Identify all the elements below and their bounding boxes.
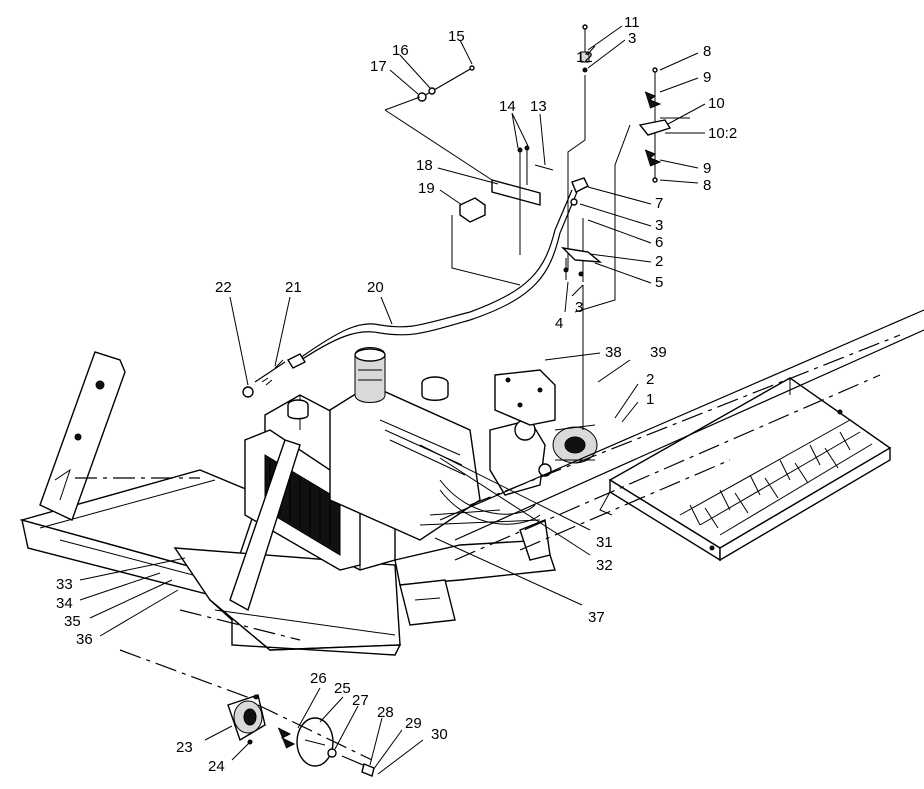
callout-16: 16 bbox=[392, 42, 409, 59]
callout-39: 39 bbox=[650, 344, 667, 361]
callout-31: 31 bbox=[596, 534, 613, 551]
callout-labels: 15 16 17 12 11 3 8 9 10 10:2 9 8 14 13 1… bbox=[56, 14, 737, 775]
callout-11: 11 bbox=[624, 14, 640, 31]
callout-28: 28 bbox=[377, 704, 394, 721]
callout-13: 13 bbox=[530, 98, 547, 115]
callout-14: 14 bbox=[499, 98, 516, 115]
callout-9: 9 bbox=[703, 69, 711, 86]
leader-lines bbox=[79, 25, 706, 775]
callout-37: 37 bbox=[588, 609, 605, 626]
callout-22: 22 bbox=[215, 279, 232, 296]
callout-15: 15 bbox=[448, 28, 465, 45]
callout-5: 5 bbox=[655, 274, 663, 291]
callout-23: 23 bbox=[176, 739, 193, 756]
callout-35: 35 bbox=[64, 613, 81, 630]
infeed-tray bbox=[599, 377, 892, 562]
control-linkage bbox=[242, 24, 690, 430]
callout-24: 24 bbox=[208, 758, 225, 775]
callout-36: 36 bbox=[76, 631, 93, 648]
callout-12: 12 bbox=[576, 49, 593, 66]
callout-7: 7 bbox=[655, 195, 663, 212]
callout-25: 25 bbox=[334, 680, 351, 697]
callout-30: 30 bbox=[431, 726, 448, 743]
callout-4: 4 bbox=[555, 315, 563, 332]
callout-10: 10 bbox=[708, 95, 725, 112]
callout-38: 38 bbox=[605, 344, 622, 361]
callout-18: 18 bbox=[416, 157, 433, 174]
callout-32: 32 bbox=[596, 557, 613, 574]
callout-10-2: 10:2 bbox=[708, 125, 737, 142]
callout-29: 29 bbox=[405, 715, 422, 732]
callout-19: 19 bbox=[418, 180, 435, 197]
machine-frame bbox=[19, 347, 598, 656]
callout-3: 3 bbox=[575, 299, 583, 316]
callout-8: 8 bbox=[703, 177, 711, 194]
callout-27: 27 bbox=[352, 692, 369, 709]
tray-grating bbox=[679, 419, 873, 536]
callout-3: 3 bbox=[628, 30, 636, 47]
callout-26: 26 bbox=[310, 670, 327, 687]
callout-2: 2 bbox=[655, 253, 663, 270]
callout-20: 20 bbox=[367, 279, 384, 296]
callout-17: 17 bbox=[370, 58, 387, 75]
callout-9: 9 bbox=[703, 160, 711, 177]
extension-lines bbox=[75, 309, 924, 701]
callout-8: 8 bbox=[703, 43, 711, 60]
callout-1: 1 bbox=[646, 391, 654, 408]
callout-3: 3 bbox=[655, 217, 663, 234]
callout-33: 33 bbox=[56, 576, 73, 593]
callout-21: 21 bbox=[285, 279, 302, 296]
callout-2: 2 bbox=[646, 371, 654, 388]
callout-6: 6 bbox=[655, 234, 663, 251]
callout-34: 34 bbox=[56, 595, 73, 612]
disc-assembly bbox=[227, 694, 375, 777]
